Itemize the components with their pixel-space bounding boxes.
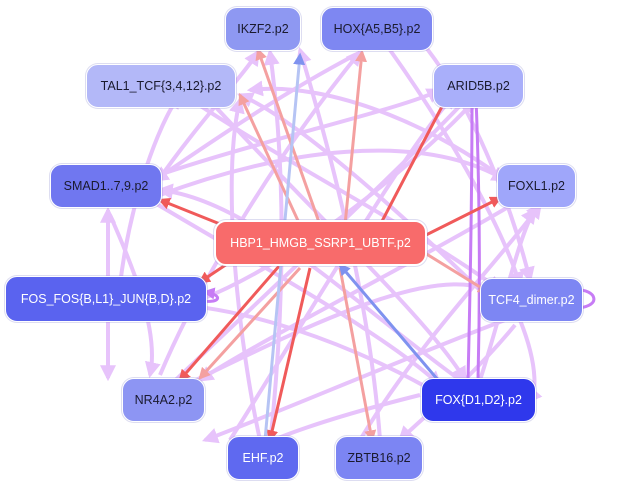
node-label: FOS_FOS{B,L1}_JUN{B,D}.p2 <box>20 292 192 306</box>
edge <box>201 318 506 444</box>
node-label: NR4A2.p2 <box>134 393 193 407</box>
edge <box>470 95 483 381</box>
edge <box>358 202 542 442</box>
edge <box>343 49 368 226</box>
node-zbtb16[interactable]: ZBTB16.p2 <box>335 436 423 480</box>
edge <box>378 92 450 226</box>
node-smad[interactable]: SMAD1..7,9.p2 <box>50 164 162 208</box>
node-tcf4[interactable]: TCF4_dimer.p2 <box>480 278 583 322</box>
node-foxd[interactable]: FOX{D1,D2}.p2 <box>421 378 536 422</box>
node-label: ARID5B.p2 <box>447 79 510 93</box>
node-ikzf2[interactable]: IKZF2.p2 <box>225 7 301 51</box>
edge <box>266 267 312 443</box>
node-foxl1[interactable]: FOXL1.p2 <box>497 164 576 208</box>
node-hub[interactable]: HBP1_HMGB_SSRP1_UBTF.p2 <box>214 220 427 266</box>
node-label: FOXL1.p2 <box>508 179 565 193</box>
node-label: HOX{A5,B5}.p2 <box>333 22 421 36</box>
node-nr4a2[interactable]: NR4A2.p2 <box>122 378 205 422</box>
node-tal1[interactable]: TAL1_TCF{3,4,12}.p2 <box>86 64 236 108</box>
node-ehf[interactable]: EHF.p2 <box>227 436 299 480</box>
edge <box>229 96 262 441</box>
edge <box>338 267 377 443</box>
node-label: HBP1_HMGB_SSRP1_UBTF.p2 <box>230 236 411 250</box>
node-label: IKZF2.p2 <box>237 22 289 36</box>
node-label: EHF.p2 <box>242 451 284 465</box>
node-label: SMAD1..7,9.p2 <box>63 179 149 193</box>
node-label: TCF4_dimer.p2 <box>488 293 575 307</box>
edge <box>419 196 503 240</box>
edges-hub <box>157 47 503 443</box>
node-label: ZBTB16.p2 <box>347 451 411 465</box>
edge <box>159 148 508 197</box>
edge <box>255 47 322 226</box>
node-arid5b[interactable]: ARID5B.p2 <box>433 64 524 108</box>
edge <box>152 53 356 182</box>
edge <box>419 248 491 294</box>
edge <box>198 266 302 380</box>
edge <box>199 97 478 302</box>
edge <box>465 95 478 381</box>
edge <box>388 48 524 289</box>
edge <box>338 263 440 381</box>
node-label: TAL1_TCF{3,4,12}.p2 <box>100 79 222 93</box>
node-fos[interactable]: FOS_FOS{B,L1}_JUN{B,D}.p2 <box>5 276 207 322</box>
edge <box>149 88 443 180</box>
edge <box>238 92 302 226</box>
node-hox[interactable]: HOX{A5,B5}.p2 <box>321 7 433 51</box>
edge <box>168 83 503 292</box>
edge <box>178 264 282 382</box>
edge <box>158 49 363 376</box>
node-label: FOX{D1,D2}.p2 <box>435 393 522 407</box>
